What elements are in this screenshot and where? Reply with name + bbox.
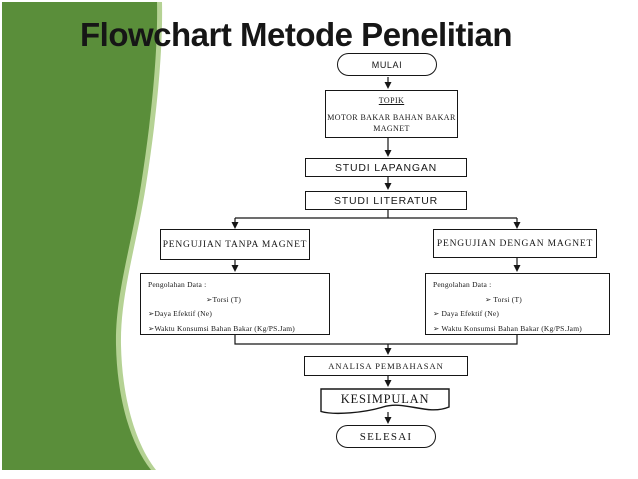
node-pengujian-tanpa-magnet: PENGUJIAN TANPA MAGNET — [160, 229, 310, 260]
studi-literatur-label: STUDI LITERATUR — [334, 194, 438, 207]
document-shape — [320, 388, 450, 414]
pengujian-tanpa-magnet-label: PENGUJIAN TANPA MAGNET — [162, 239, 308, 250]
pengolahan-left-title: Pengolahan Data : — [148, 280, 207, 289]
pengolahan-left-item-daya: ➢Daya Efektif (Ne) — [148, 309, 213, 318]
node-end-selesai: SELESAI — [336, 425, 436, 448]
node-pengolahan-data-left: Pengolahan Data : ➢Torsi (T) ➢Daya Efekt… — [140, 273, 330, 335]
node-studi-literatur: STUDI LITERATUR — [305, 191, 467, 210]
analisa-label: ANALISA PEMBAHASAN — [328, 361, 444, 371]
pengolahan-right-title: Pengolahan Data : — [433, 280, 492, 289]
pengolahan-right-item-waktu: ➢ Waktu Konsumsi Bahan Bakar (Kg/PS.Jam) — [433, 323, 582, 333]
topik-line2: MAGNET — [373, 124, 410, 134]
node-start-label: MULAI — [371, 59, 403, 70]
studi-lapangan-label: STUDI LAPANGAN — [334, 161, 438, 174]
node-pengujian-dengan-magnet: PENGUJIAN DENGAN MAGNET — [433, 229, 597, 258]
topik-line1: MOTOR BAKAR BAHAN BAKAR — [327, 113, 456, 122]
node-start-mulai: MULAI — [337, 53, 437, 76]
green-ribbon-main — [2, 2, 158, 470]
pengolahan-right-item-torsi: ➢ Torsi (T) — [485, 294, 522, 304]
pengujian-dengan-magnet-label: PENGUJIAN DENGAN MAGNET — [436, 238, 594, 249]
green-ribbon-decoration — [2, 2, 163, 470]
pengolahan-left-item-torsi: ➢Torsi (T) — [206, 294, 242, 304]
node-end-label: SELESAI — [359, 430, 413, 443]
node-topik: TOPIK MOTOR BAKAR BAHAN BAKAR MAGNET — [325, 90, 458, 138]
node-kesimpulan: KESIMPULAN — [320, 388, 450, 420]
slide-title: Flowchart Metode Penelitian — [80, 16, 513, 53]
topik-heading: TOPIK — [378, 96, 405, 105]
kesimpulan-label: KESIMPULAN — [340, 392, 430, 406]
node-analisa-pembahasan: ANALISA PEMBAHASAN — [304, 356, 468, 376]
pengolahan-left-item-waktu: ➢Waktu Konsumsi Bahan Bakar (Kg/PS.Jam) — [148, 323, 296, 333]
node-studi-lapangan: STUDI LAPANGAN — [305, 158, 467, 177]
pengolahan-right-item-daya: ➢ Daya Efektif (Ne) — [433, 309, 500, 318]
node-pengolahan-data-right: Pengolahan Data : ➢ Torsi (T) ➢ Daya Efe… — [425, 273, 610, 335]
